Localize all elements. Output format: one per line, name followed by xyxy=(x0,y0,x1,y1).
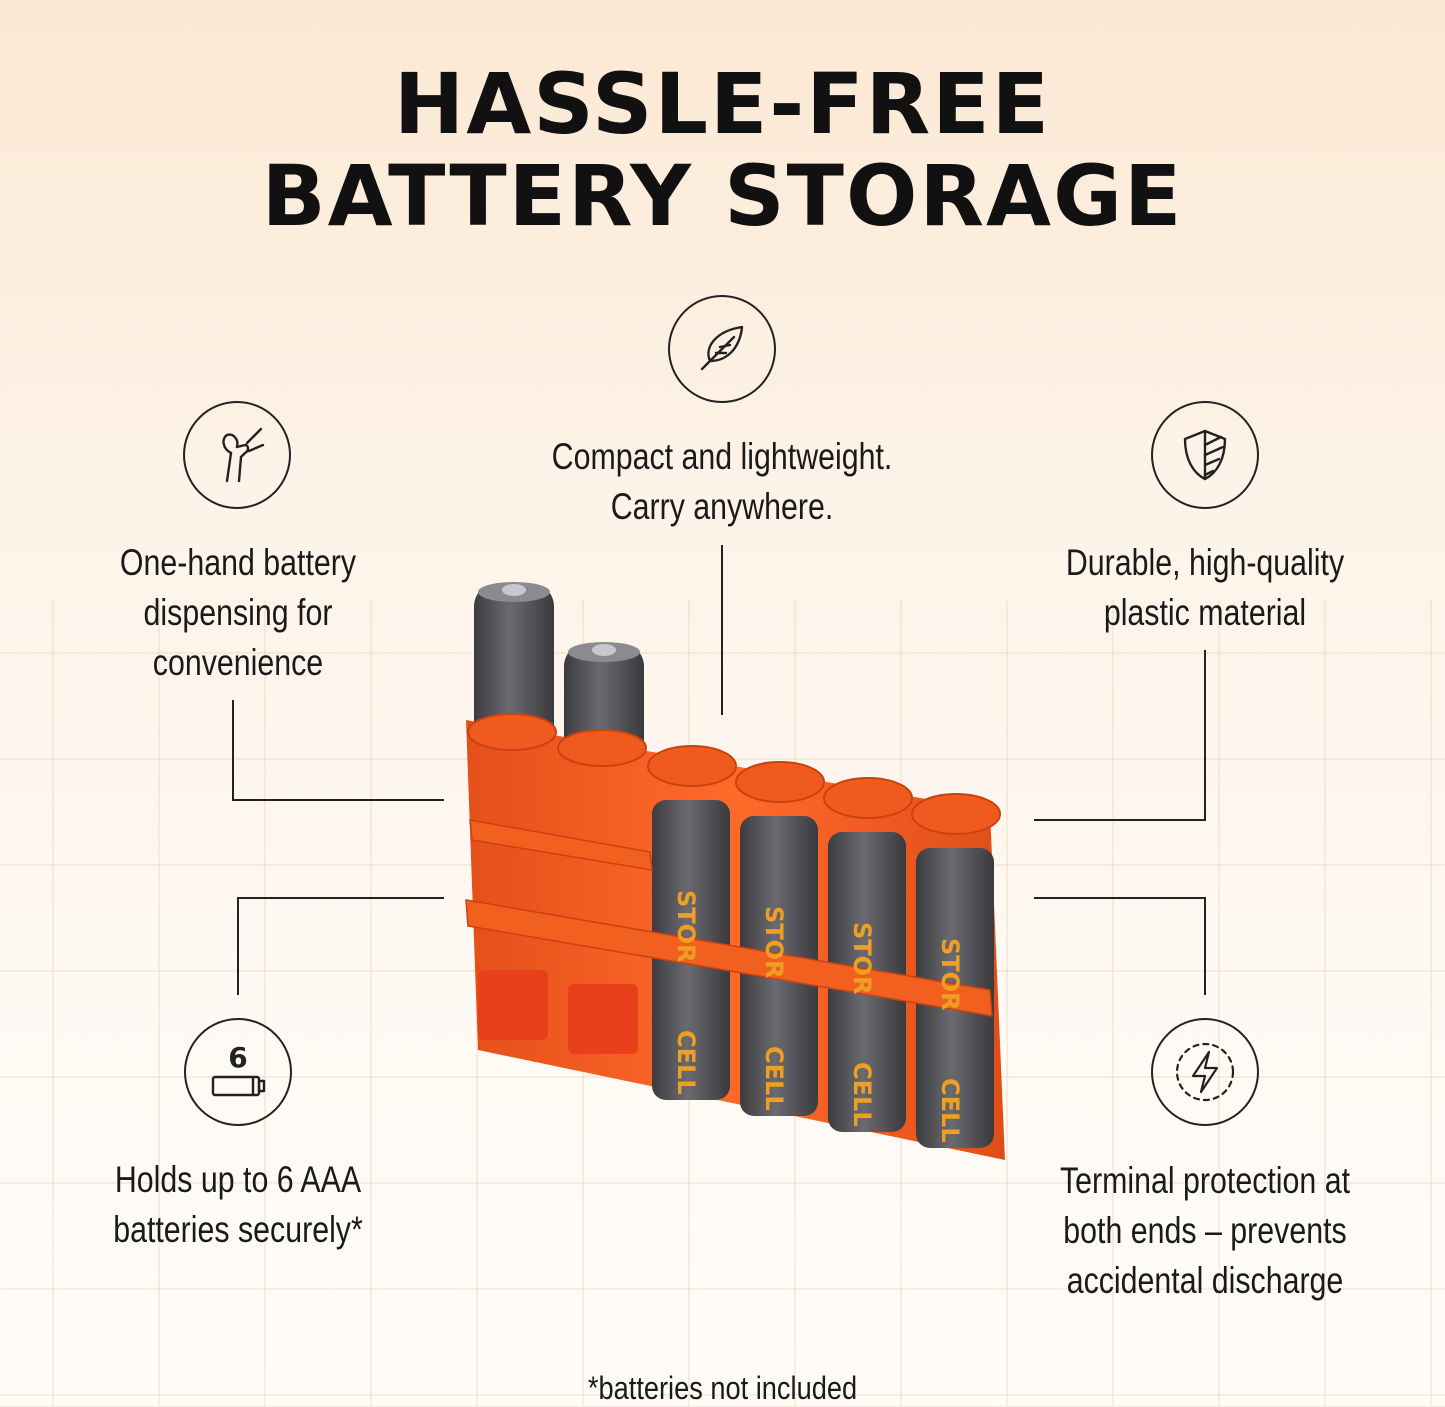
battery-brand-label: CELL xyxy=(936,1078,964,1143)
feature-capacity-text: Holds up to 6 AAA batteries securely* xyxy=(113,1159,363,1250)
connector-line-left-top-h xyxy=(232,799,444,801)
connector-line-right-bottom-v xyxy=(1204,897,1206,995)
feature-durable-text: Durable, high-quality plastic material xyxy=(1065,542,1345,633)
connector-line-right-top-h xyxy=(1034,819,1206,821)
battery-brand-label: STOR xyxy=(672,890,700,963)
battery-count-icon: 6 xyxy=(184,1018,292,1126)
battery-brand-label: STOR xyxy=(760,906,788,979)
connector-line-top xyxy=(721,545,723,715)
battery-count-number: 6 xyxy=(228,1041,247,1074)
title-line-2: BATTERY STORAGE xyxy=(261,147,1184,245)
shield-icon xyxy=(1151,401,1259,509)
title-line-1: HASSLE-FREE xyxy=(393,55,1052,153)
connector-line-left-top-v xyxy=(232,700,234,800)
hand-pinch-icon xyxy=(183,401,291,509)
feature-terminal-text: Terminal protection at both ends – preve… xyxy=(1059,1160,1351,1301)
battery-brand-label: STOR xyxy=(936,938,964,1011)
battery-brand-label: STOR xyxy=(848,922,876,995)
battery-case-illustration: STOR CELL xyxy=(465,582,1005,1160)
connector-line-right-bottom-h xyxy=(1034,897,1206,899)
page-title: HASSLE-FREE BATTERY STORAGE xyxy=(0,58,1445,242)
feature-one-hand-text: One-hand battery dispensing for convenie… xyxy=(119,542,357,683)
battery-brand-label: CELL xyxy=(848,1062,876,1127)
feature-lightweight-text: Compact and lightweight. Carry anywhere. xyxy=(551,436,893,527)
battery-brand-label: CELL xyxy=(760,1046,788,1111)
connector-line-left-bottom-v xyxy=(237,897,239,995)
footnote: *batteries not included xyxy=(587,1370,858,1406)
connector-line-right-top-v xyxy=(1204,650,1206,820)
battery-case-body: STOR STOR STOR STOR CELL CELL CELL CELL xyxy=(465,713,1005,1160)
feather-icon xyxy=(668,295,776,403)
connector-line-left-bottom-h xyxy=(237,897,444,899)
battery-brand-label: CELL xyxy=(672,1030,700,1095)
lightning-icon xyxy=(1151,1018,1259,1126)
